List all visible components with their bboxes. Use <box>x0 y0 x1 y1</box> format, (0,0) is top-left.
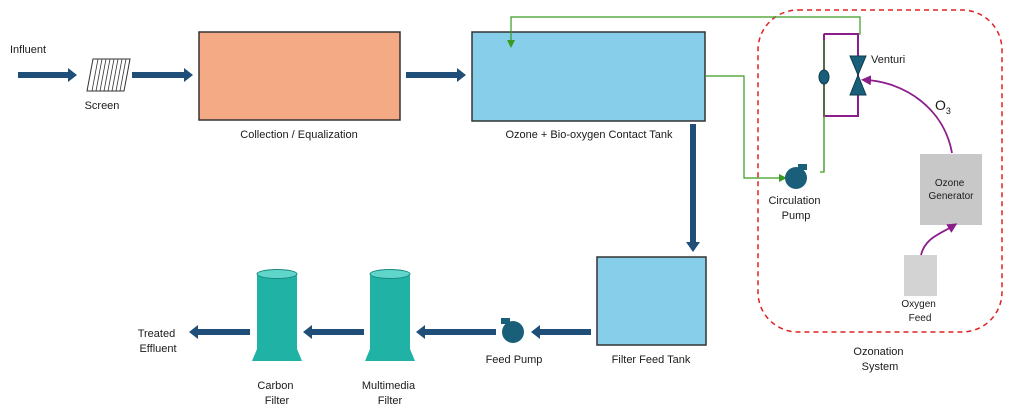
oxygen-feed-box <box>904 255 937 296</box>
treated-effluent-label: Treated Effluent <box>138 328 179 355</box>
feed-pump-icon <box>501 318 524 343</box>
contact-tank <box>471 31 706 122</box>
collection-to-contact-arrow <box>406 68 466 82</box>
filterfeed-to-feedpump-arrow <box>531 325 591 339</box>
carbon-filter-icon <box>252 269 302 361</box>
ozone-generator-box <box>920 154 982 225</box>
o3-label: O3 <box>935 97 951 116</box>
circulation-pump-label: Circulation Pump <box>768 195 823 222</box>
recirculation-line-out <box>705 75 787 182</box>
influent-arrow <box>18 68 77 82</box>
influent-label: Influent <box>10 44 46 56</box>
contact-tank-label: Ozone + Bio-oxygen Contact Tank <box>505 129 673 141</box>
feed-pump-label: Feed Pump <box>486 354 543 366</box>
carbon-filter-label: Carbon Filter <box>257 380 296 407</box>
carbon-to-effluent-arrow <box>189 325 250 339</box>
multimedia-filter-icon <box>365 269 415 361</box>
oxygen-line <box>920 223 958 256</box>
filter-feed-tank-label: Filter Feed Tank <box>612 354 691 366</box>
main-flow-arrows <box>18 68 700 339</box>
multimedia-to-carbon-arrow <box>303 325 364 339</box>
screen-label: Screen <box>85 100 120 112</box>
collection-equalization-tank <box>198 31 401 121</box>
ozonation-system-boundary <box>757 9 1003 333</box>
screen-icon <box>86 58 131 92</box>
venturi-icon <box>849 55 867 96</box>
screen-to-collection-arrow <box>132 68 193 82</box>
collection-label: Collection / Equalization <box>240 129 357 141</box>
contact-to-filterfeed-arrow <box>686 124 700 252</box>
ozone-generator-label: Ozone Generator <box>928 178 974 202</box>
oxygen-feed-label: Oxygen Feed <box>901 299 938 324</box>
feedpump-to-multimedia-arrow <box>416 325 496 339</box>
filter-feed-tank <box>596 256 707 346</box>
valve-icon <box>818 69 830 85</box>
multimedia-filter-label: Multimedia Filter <box>362 380 418 407</box>
ozone-line <box>861 75 953 154</box>
venturi-label: Venturi <box>871 54 905 66</box>
ozonation-system-label: Ozonation System <box>853 346 906 373</box>
circulation-pump-icon <box>785 164 807 189</box>
